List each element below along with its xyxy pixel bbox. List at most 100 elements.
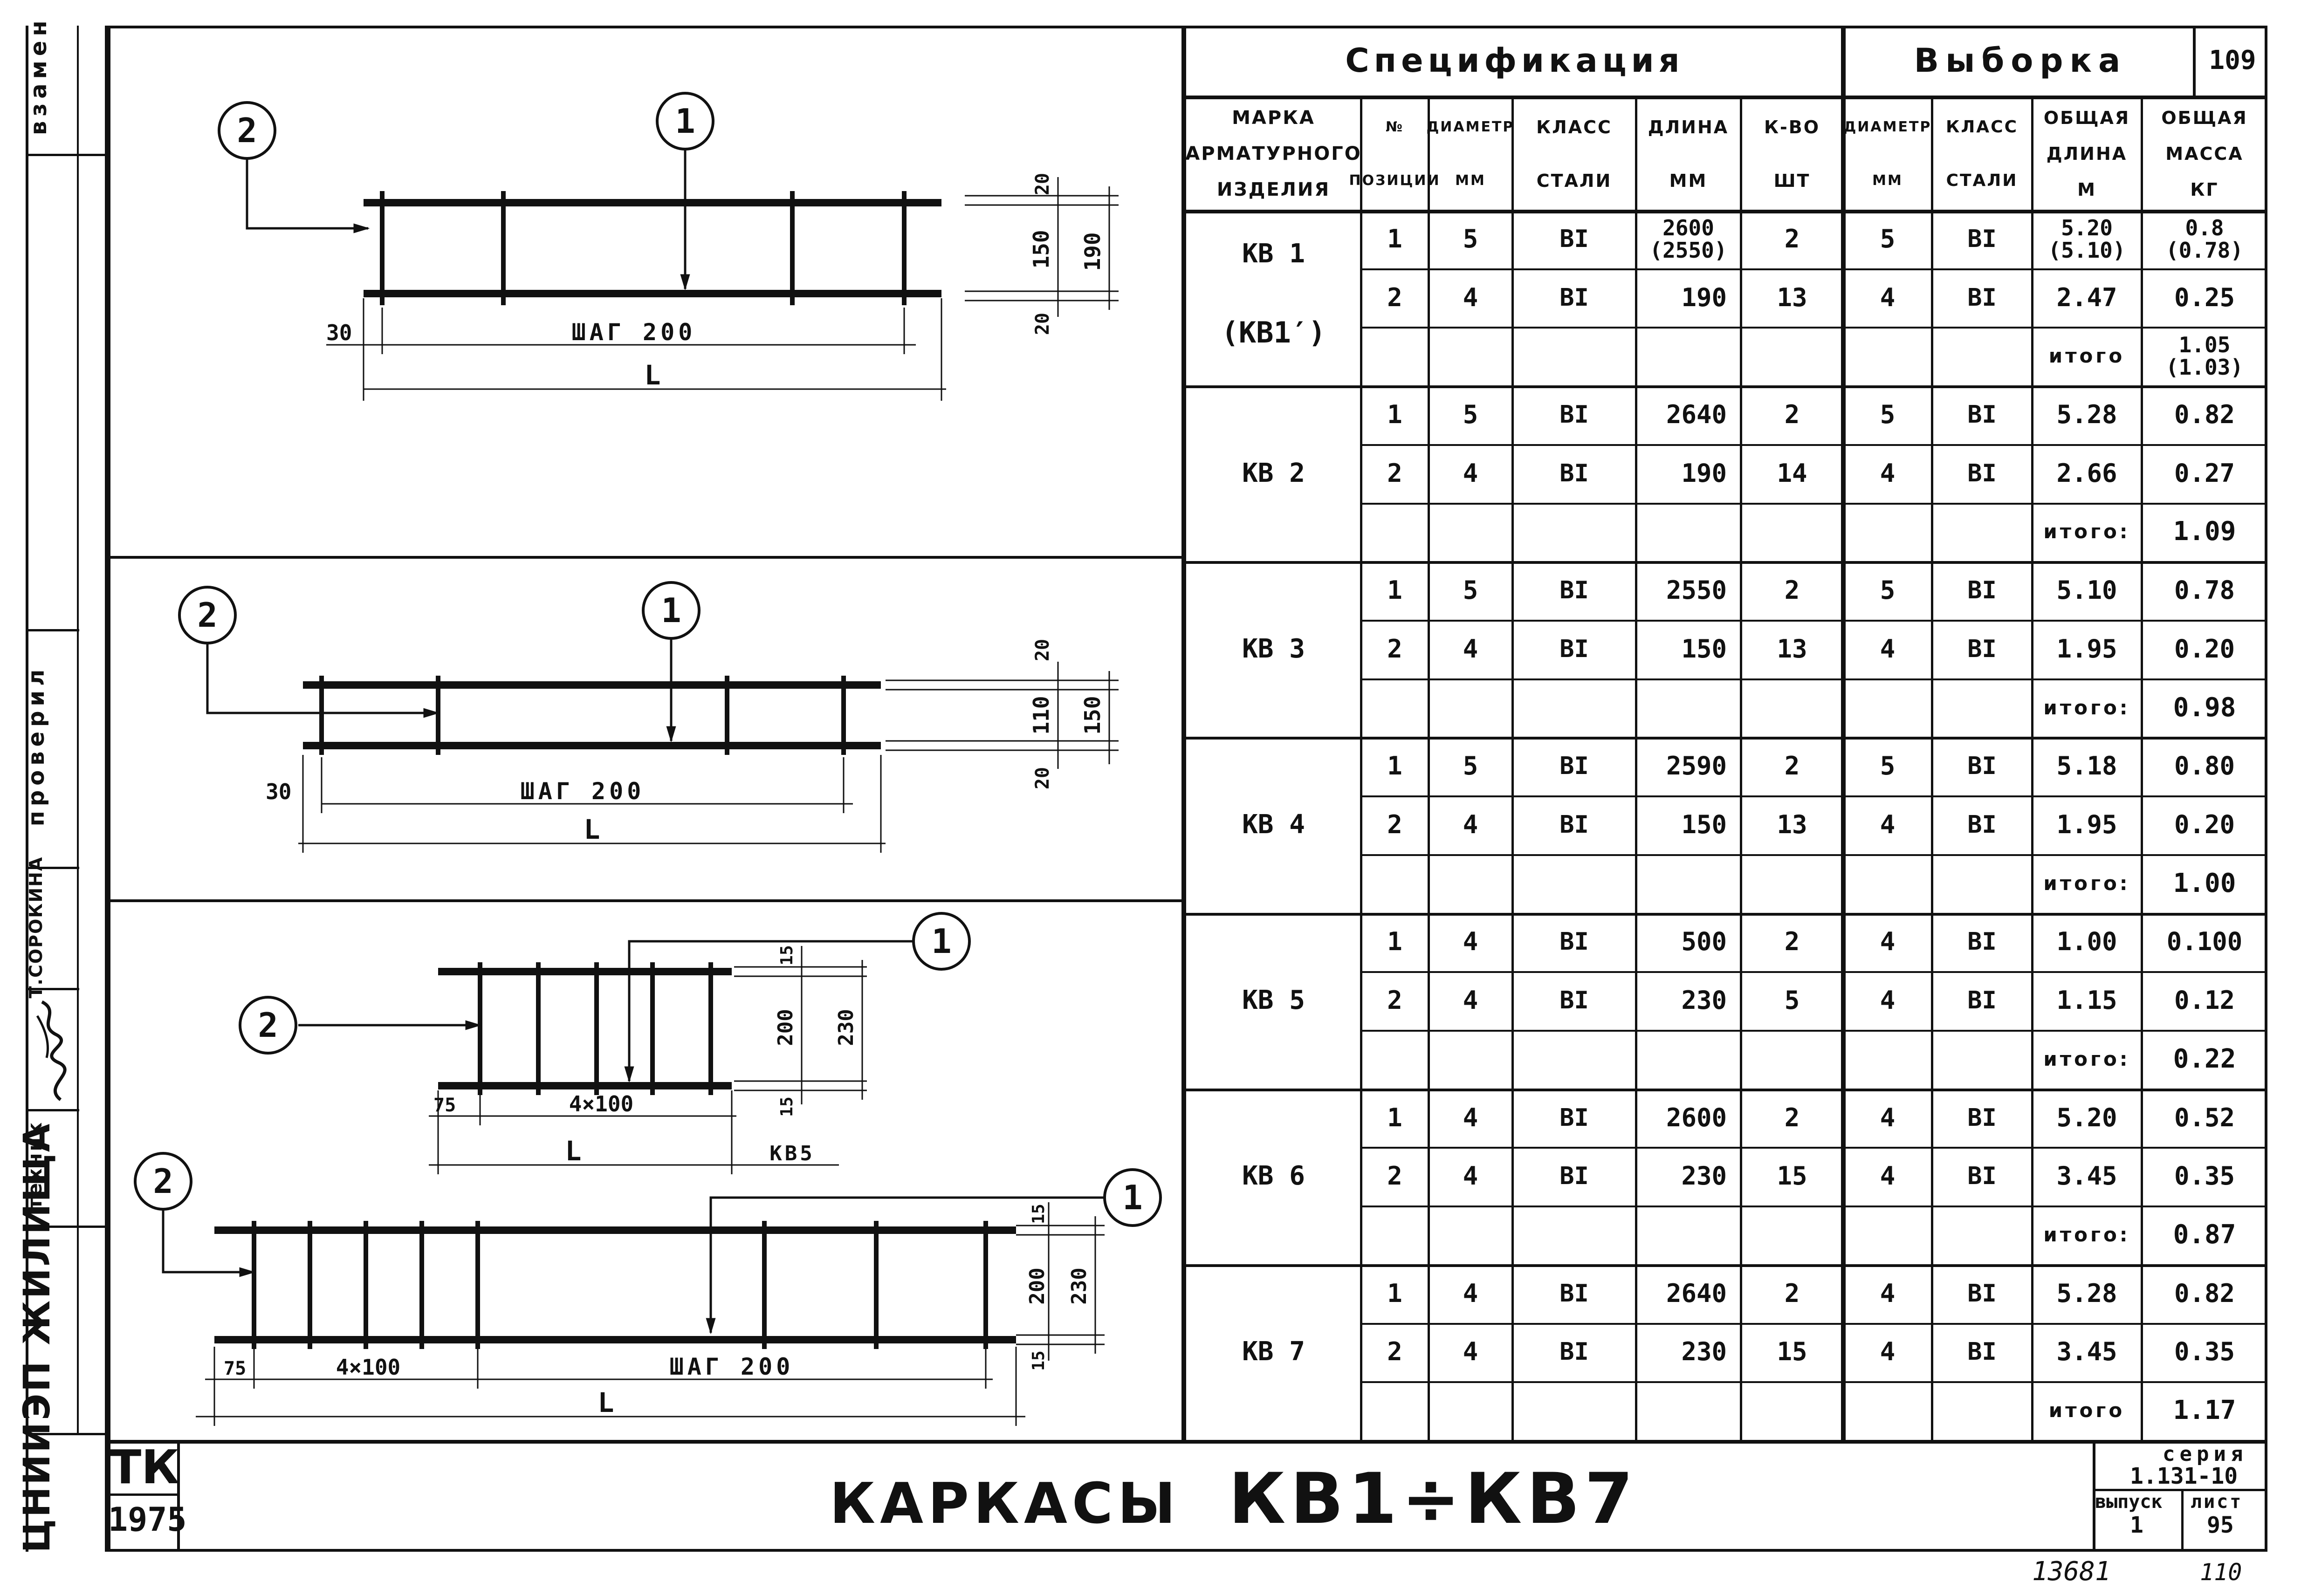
total-label: итого: <box>2043 696 2130 719</box>
stamp-divider <box>105 1493 177 1496</box>
row-line <box>1361 502 2267 505</box>
cell-length: 150 <box>1681 809 1727 839</box>
side-line-6 <box>26 1226 105 1228</box>
header-line: АРМАТУРНОГО <box>1185 143 1362 164</box>
cell-length: 500 <box>1681 927 1727 957</box>
header-line: ММ <box>1455 172 1486 189</box>
dim-label: 110 <box>1029 696 1054 734</box>
step-label: ШАГ 200 <box>572 319 696 346</box>
step-label: 4×100 <box>569 1091 633 1117</box>
mark-label: КВ 1 <box>1242 238 1305 269</box>
table-vline <box>1740 96 1742 1440</box>
callout-label: 1 <box>1122 1178 1142 1217</box>
title-block-line <box>105 1440 2267 1444</box>
callout-circle <box>134 1152 192 1211</box>
header-dlina: ДЛИНА ММ <box>1636 100 1741 207</box>
drawing-sep-2 <box>105 899 1181 902</box>
series-box <box>2093 1442 2270 1552</box>
cell-diam2: 4 <box>1880 986 1896 1015</box>
cell-diam: 5 <box>1463 575 1478 605</box>
cell-qty: 13 <box>1777 282 1807 312</box>
header-line: ПОЗИЦИИ <box>1349 172 1441 189</box>
stamp-top: ТК <box>110 1440 179 1494</box>
dim-label: 15 <box>777 1096 797 1117</box>
header-line: ДЛИНА <box>1648 116 1729 137</box>
cell-length: 2600(2550) <box>1636 210 1741 268</box>
cell-pos: 2 <box>1387 458 1402 488</box>
header-line: ММ <box>1872 172 1903 189</box>
cell-length: 230 <box>1681 1161 1727 1191</box>
cell-pos: 1 <box>1387 1278 1402 1308</box>
dim-label: 190 <box>1080 232 1105 271</box>
cell-class2: ВI <box>1967 752 1997 781</box>
stamp-year: 1975 <box>108 1500 187 1539</box>
callout-circle <box>642 581 701 640</box>
cell-mass: 0.35 <box>2174 1337 2235 1367</box>
row-line <box>1361 1322 2267 1325</box>
row-line <box>1361 678 2267 680</box>
table-vline <box>1931 96 1933 1440</box>
cell-mass: 0.100 <box>2166 927 2243 957</box>
total-value: 0.98 <box>2173 692 2236 723</box>
callout-circle <box>656 92 714 151</box>
header-line: СТАЛИ <box>1946 171 2018 190</box>
table-line <box>1186 96 2267 99</box>
cell-class: ВI <box>1559 1103 1589 1132</box>
cell-length: 190 <box>1681 282 1727 312</box>
side-line-1 <box>26 154 105 156</box>
length-label: L <box>584 814 600 845</box>
dim-label: 75 <box>433 1095 456 1116</box>
dim-label: 200 <box>774 1009 797 1046</box>
header-line: МАССА <box>2165 143 2244 164</box>
dim-label: 20 <box>1032 313 1053 335</box>
cell-class: ВI <box>1559 400 1589 429</box>
cell-class: ВI <box>1559 576 1589 605</box>
cell-diam: 4 <box>1463 986 1478 1015</box>
cell-diam2: 4 <box>1880 1161 1896 1191</box>
side-strip <box>26 26 110 1552</box>
row-line <box>1361 1381 2267 1384</box>
cell-diam: 4 <box>1463 1278 1478 1308</box>
total-label: итого <box>2048 344 2125 368</box>
cell-length: 230 <box>1681 986 1727 1015</box>
header-line: КЛАСС <box>1945 117 2019 137</box>
dim-label: 15 <box>1029 1350 1048 1370</box>
mark-label: КВ 7 <box>1242 1336 1305 1367</box>
table-line <box>1186 210 2267 213</box>
length-label: L <box>565 1135 582 1167</box>
header-line: ММ <box>1669 170 1708 191</box>
cell-class2: ВI <box>1967 283 1997 312</box>
header-line: ДИАМЕТР <box>1843 119 1932 135</box>
cell-qty: 13 <box>1777 809 1807 839</box>
cell-diam: 4 <box>1463 809 1478 839</box>
header-line: ДЛИНА <box>2046 143 2128 164</box>
cell-length: 2550 <box>1666 575 1727 605</box>
issue-value: 1 <box>2130 1512 2143 1538</box>
cell-class: ВI <box>1559 225 1589 253</box>
total-value: 0.87 <box>2173 1219 2236 1250</box>
cell-total-length: 2.66 <box>2056 458 2117 488</box>
cell-mass: 0.8(0.78) <box>2142 210 2267 268</box>
header-line: ОБЩАЯ <box>2043 108 2130 129</box>
total-value: 1.09 <box>2173 516 2236 547</box>
sheet-title-prefix: КАРКАСЫ <box>830 1472 1181 1536</box>
dim-label: 200 <box>1025 1267 1049 1304</box>
cell-class2: ВI <box>1967 459 1997 487</box>
series-vdivider <box>2181 1489 2184 1552</box>
cell-total-length: 5.18 <box>2056 751 2117 781</box>
frame-kv1-drawing <box>246 142 1119 401</box>
cell-qty: 2 <box>1784 751 1800 781</box>
cell-pos: 2 <box>1387 634 1402 664</box>
mark-label: КВ 4 <box>1242 809 1305 840</box>
cell-mass: 0.35 <box>2174 1161 2235 1191</box>
total-label: итого: <box>2043 871 2130 895</box>
cell-length: 2640 <box>1666 399 1727 429</box>
side-line-4 <box>26 988 79 990</box>
series-divider <box>2093 1489 2267 1491</box>
row-line <box>1361 971 2267 973</box>
main-frame <box>105 26 2267 1552</box>
cell-qty: 15 <box>1777 1161 1807 1191</box>
